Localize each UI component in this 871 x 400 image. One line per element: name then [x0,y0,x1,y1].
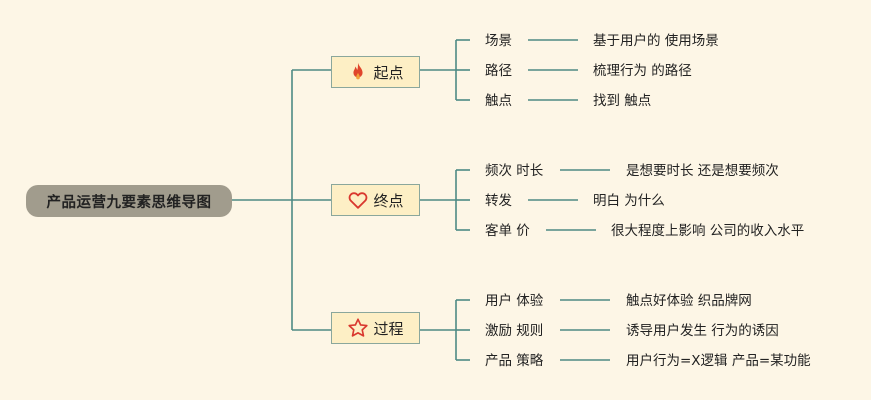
branch-label: 起点 [373,63,404,82]
topic-label[interactable]: 客单 价 [485,223,530,239]
topic-label[interactable]: 场景 [485,33,512,49]
branch-node-end[interactable]: 终点 [331,184,420,216]
detail-label[interactable]: 诱导用户发生 行为的诱因 [626,323,779,339]
topic-label[interactable]: 转发 [485,193,512,209]
detail-label[interactable]: 很大程度上影响 公司的收入水平 [611,223,805,239]
detail-label[interactable]: 用户行为=X逻辑 产品=某功能 [626,353,811,369]
detail-label[interactable]: 基于用户的 使用场景 [593,33,719,49]
topic-label[interactable]: 用户 体验 [485,293,544,309]
topic-label[interactable]: 路径 [485,63,512,79]
detail-label[interactable]: 梳理行为 的路径 [593,63,692,79]
branch-node-process[interactable]: 过程 [331,312,420,344]
detail-label[interactable]: 触点好体验 织品牌网 [626,293,752,309]
branch-label: 终点 [373,191,404,210]
root-node[interactable]: 产品运营九要素思维导图 [26,185,232,217]
branch-label: 过程 [373,319,404,338]
root-label: 产品运营九要素思维导图 [46,194,212,211]
fire-icon [347,61,369,83]
topic-label[interactable]: 触点 [485,93,512,109]
topic-label[interactable]: 激励 规则 [485,323,544,339]
topic-label[interactable]: 频次 时长 [485,163,544,179]
topic-label[interactable]: 产品 策略 [485,353,544,369]
branch-node-start[interactable]: 起点 [331,56,420,88]
detail-label[interactable]: 是想要时长 还是想要频次 [626,163,779,179]
detail-label[interactable]: 明白 为什么 [593,193,665,209]
star-icon [347,317,369,339]
detail-label[interactable]: 找到 触点 [593,93,652,109]
heart-icon [347,189,369,211]
